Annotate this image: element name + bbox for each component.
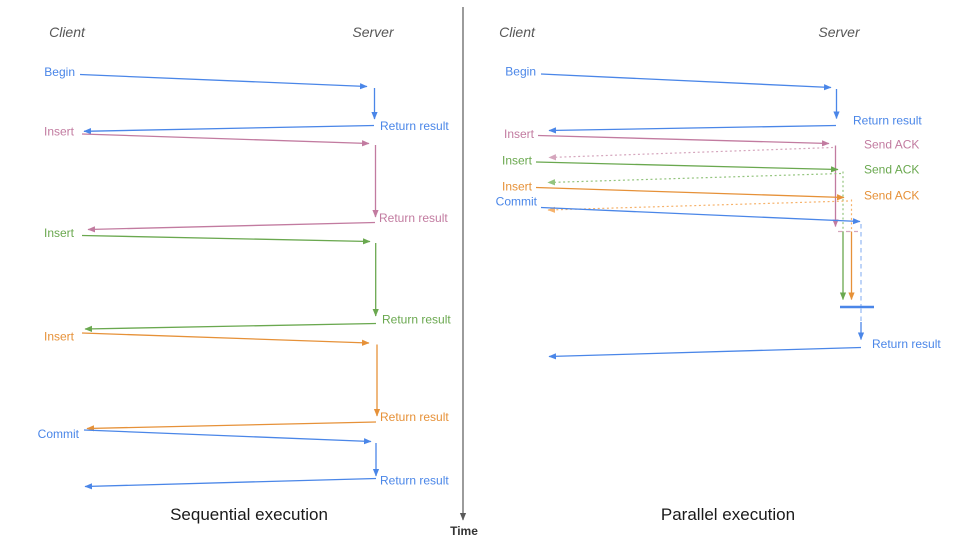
time-axis: Time <box>450 7 478 538</box>
par-commit-request-line <box>540 206 861 225</box>
seq-insert-2-response-line <box>84 322 377 332</box>
seq-insert-3-request-line <box>81 332 370 346</box>
seq-begin-label: Begin <box>44 65 75 79</box>
par-insert-3-ack-label: Send ACK <box>864 189 919 203</box>
parallel-diagram: Client Server Begin Return result Insert… <box>496 24 942 524</box>
seq-server-header: Server <box>352 24 395 40</box>
par-commit-label: Commit <box>496 195 538 209</box>
par-insert-2-ack-line <box>547 172 842 186</box>
seq-insert-2-request-line <box>81 234 371 245</box>
seq-begin-return-label: Return result <box>380 119 449 133</box>
seq-insert-1-return-label: Return result <box>379 211 448 225</box>
sequential-diagram: Client Server Begin Return result Insert… <box>38 24 452 524</box>
seq-commit-request-line <box>83 429 372 445</box>
par-server-header: Server <box>818 24 861 40</box>
parallel-title: Parallel execution <box>661 505 795 524</box>
par-insert-2-ack-label: Send ACK <box>864 163 919 177</box>
par-insert-2-request-line <box>535 161 839 173</box>
seq-insert-3-return-label: Return result <box>380 410 449 424</box>
seq-commit-label: Commit <box>38 427 80 441</box>
par-insert-2-label: Insert <box>502 154 533 168</box>
par-begin-label: Begin <box>505 65 536 79</box>
seq-insert-1-response-line <box>87 221 376 233</box>
par-insert-3-ack-line <box>547 200 849 213</box>
seq-insert-1-label: Insert <box>44 125 75 139</box>
par-insert-1-label: Insert <box>504 127 535 141</box>
par-client-header: Client <box>499 24 536 40</box>
sequential-title: Sequential execution <box>170 505 328 524</box>
par-insert-1-ack-line <box>548 146 834 161</box>
seq-insert-2-return-label: Return result <box>382 313 451 327</box>
seq-insert-3-response-line <box>86 421 377 432</box>
par-insert-3-label: Insert <box>502 180 533 194</box>
seq-insert-3-label: Insert <box>44 330 75 344</box>
par-insert-1-ack-label: Send ACK <box>864 138 919 152</box>
seq-commit-return-label: Return result <box>380 474 449 488</box>
seq-begin-request-line <box>79 73 368 90</box>
par-insert-1-request-line <box>537 134 830 147</box>
seq-insert-2-label: Insert <box>44 226 75 240</box>
time-axis-label: Time <box>450 524 478 538</box>
seq-begin-response-line <box>83 124 375 135</box>
par-insert-3-request-line <box>535 186 845 201</box>
seq-commit-response-line <box>84 477 377 490</box>
seq-client-header: Client <box>49 24 86 40</box>
par-begin-return-label: Return result <box>853 114 922 128</box>
par-begin-response-line <box>548 124 837 134</box>
par-begin-request-line <box>540 73 832 91</box>
par-commit-response-line <box>548 346 862 360</box>
seq-insert-1-request-line <box>81 133 370 147</box>
par-commit-return-label: Return result <box>872 337 941 351</box>
